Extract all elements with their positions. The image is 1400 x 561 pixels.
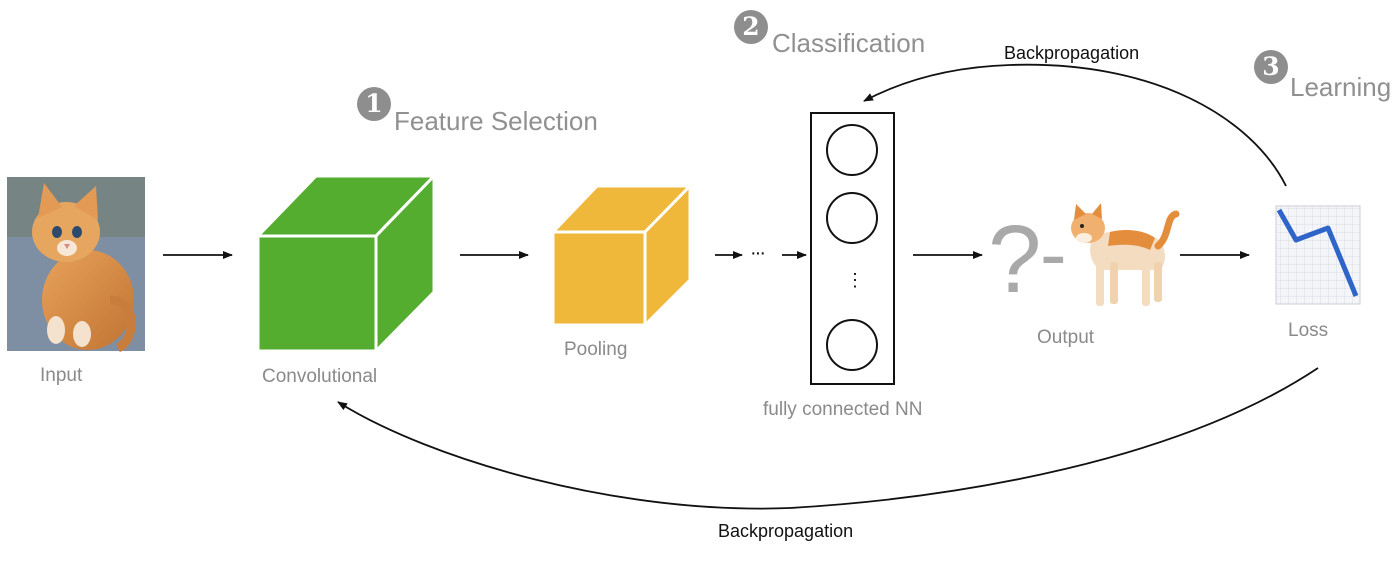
stage-number-1: 1 (357, 87, 391, 121)
output-question-mark: ? (988, 206, 1042, 313)
stage-number-3: 3 (1254, 50, 1288, 84)
label-input: Input (40, 365, 83, 386)
output-dash: - (1040, 209, 1067, 298)
stage-classification: Classification (772, 28, 926, 58)
nn-neuron (826, 124, 878, 176)
stage-feature-selection: Feature Selection (394, 106, 598, 136)
convolutional-cube (256, 174, 436, 353)
nn-ellipsis: ⋮ (846, 270, 864, 290)
label-pooling: Pooling (564, 339, 628, 360)
stage-learning: Learning (1290, 72, 1392, 102)
backprop-label-bottom: Backpropagation (718, 521, 854, 541)
label-loss: Loss (1288, 320, 1329, 341)
label-convolutional: Convolutional (262, 366, 378, 387)
cat-icon (1071, 203, 1180, 306)
pooling-cube (551, 184, 692, 327)
fully-connected-nn (810, 112, 895, 385)
nn-neuron (826, 192, 878, 244)
kitten-photo (7, 177, 145, 353)
nn-neuron (826, 319, 878, 371)
label-fully-connected: fully connected NN (763, 399, 923, 420)
label-output: Output (1037, 327, 1095, 348)
stage-number-2: 2 (734, 10, 768, 44)
chart-decreasing-icon (1275, 205, 1361, 305)
layers-ellipsis: ··· (750, 242, 766, 264)
backprop-label-top: Backpropagation (1004, 43, 1140, 63)
